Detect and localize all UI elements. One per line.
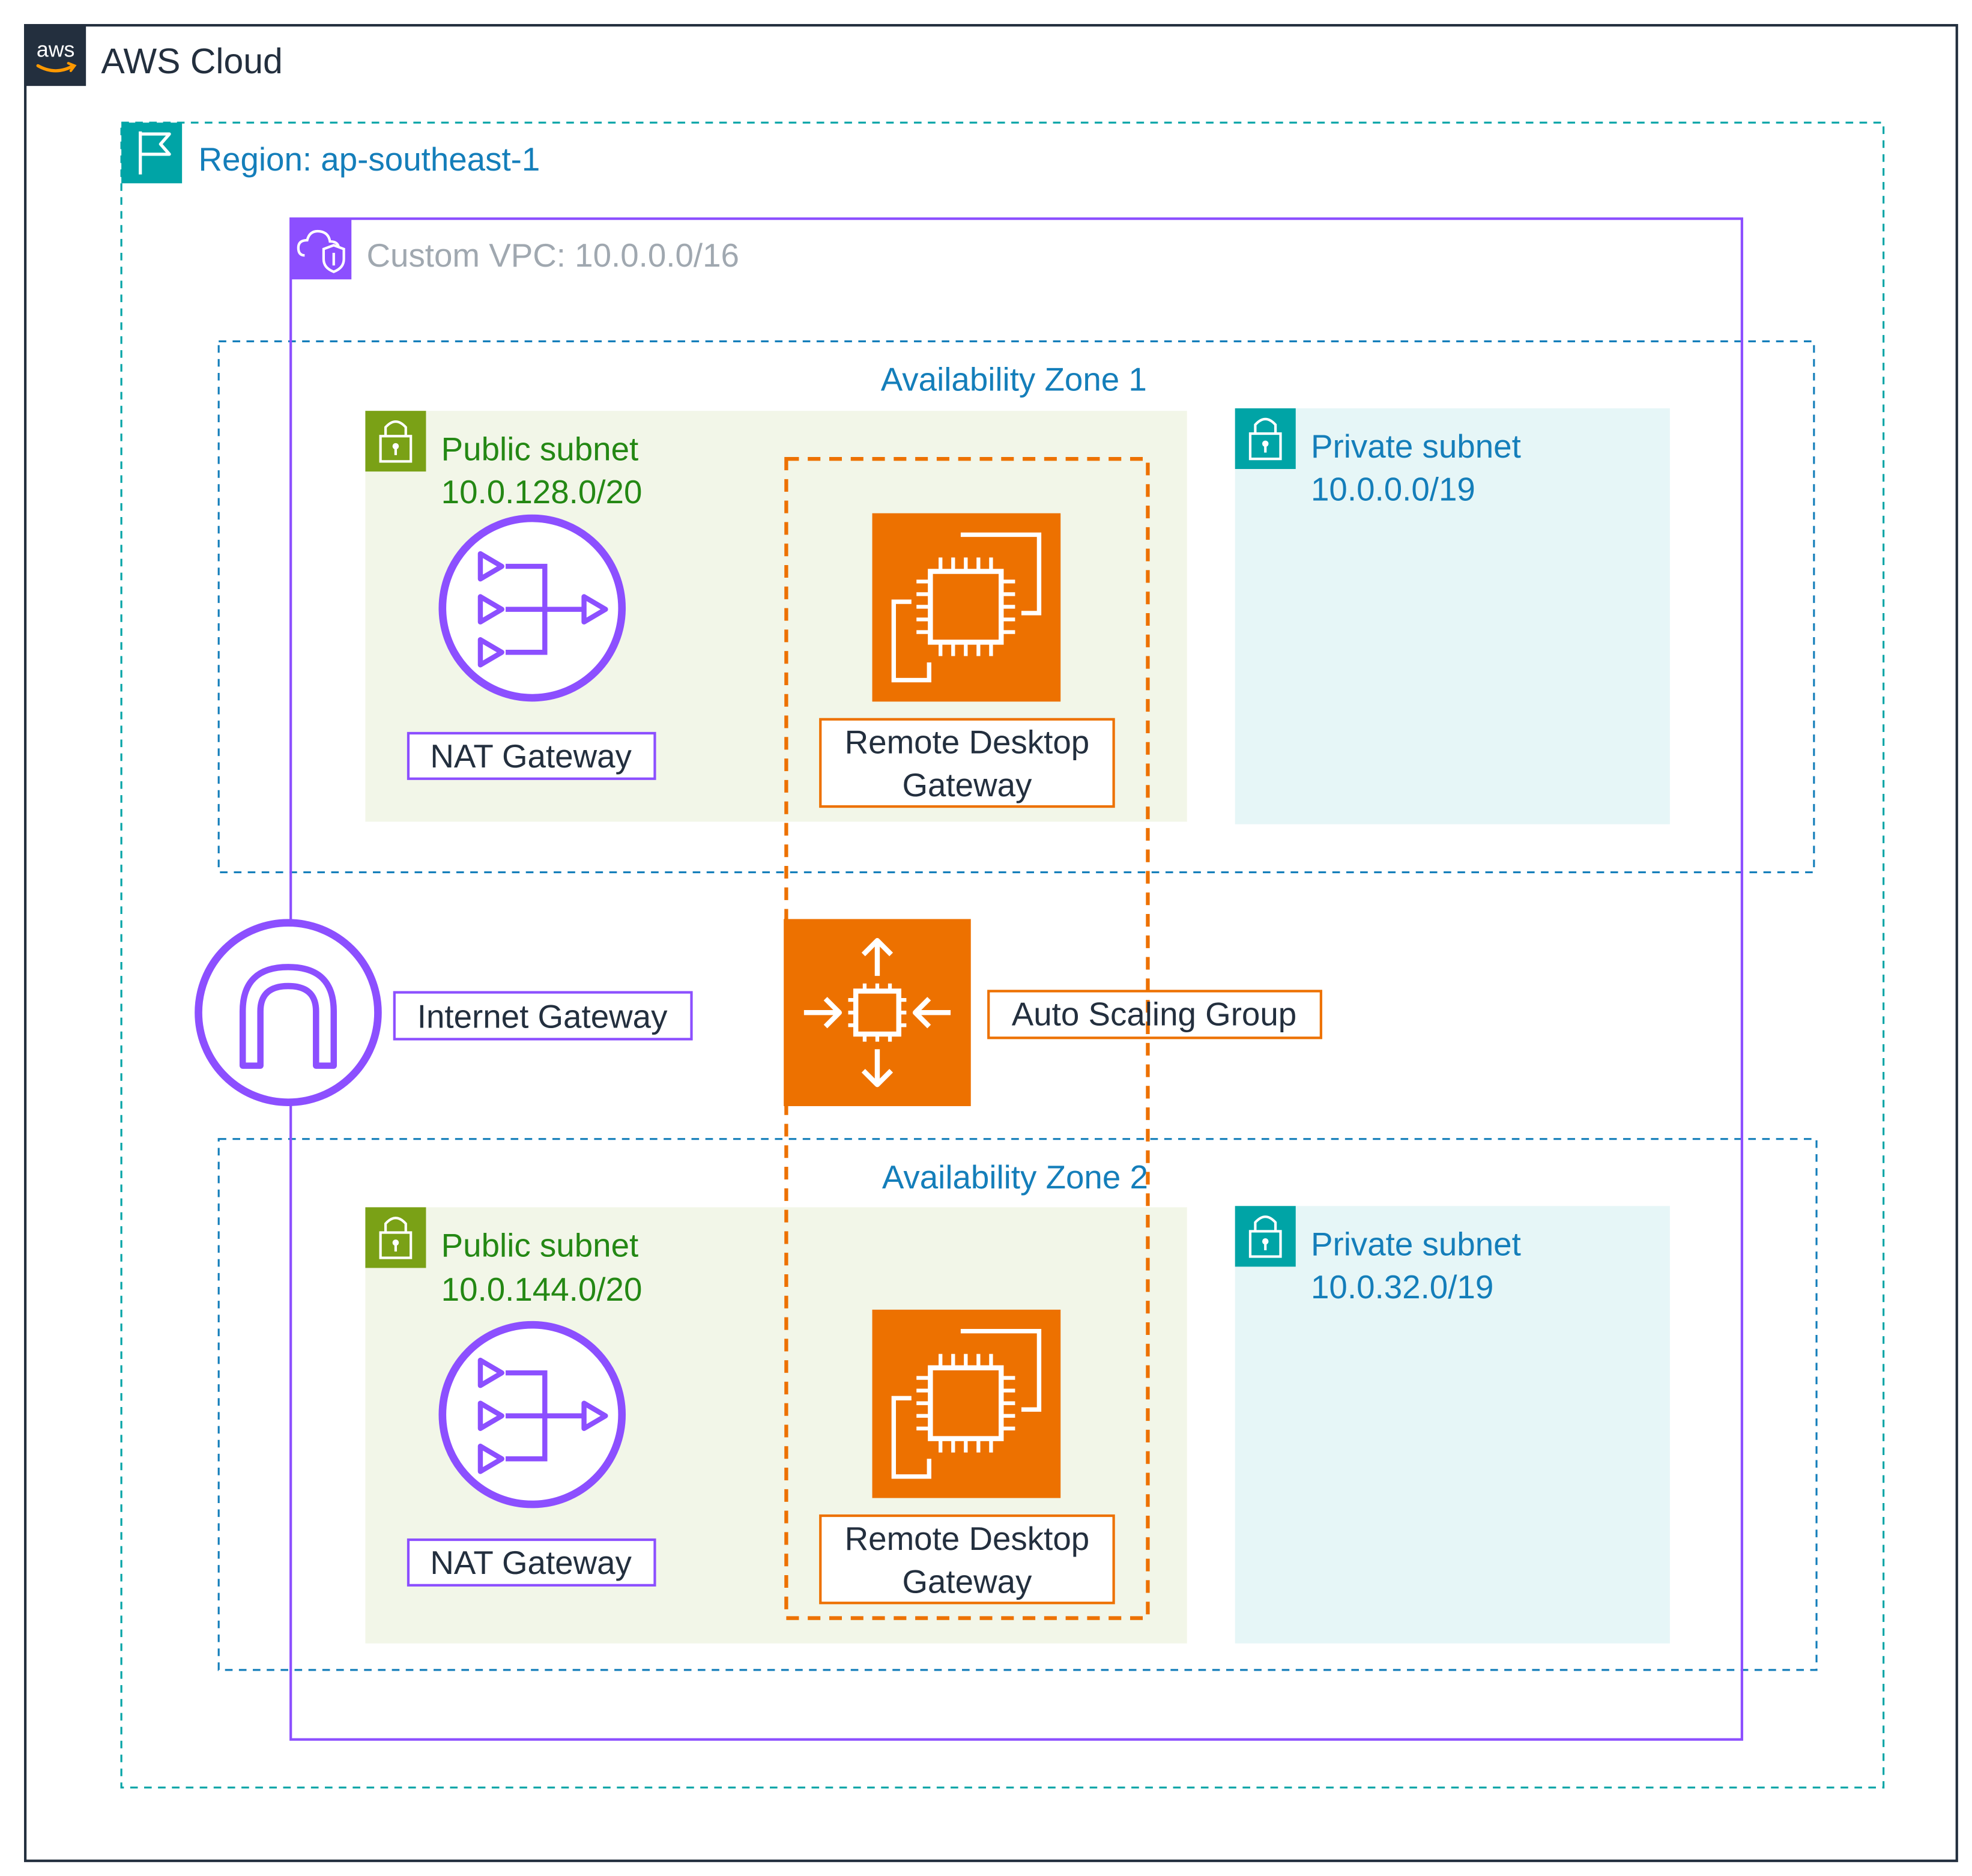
az2-nat-gateway-label: NAT Gateway <box>430 1544 632 1581</box>
internet-gateway[interactable]: Internet Gateway <box>195 919 693 1106</box>
lock-icon <box>1235 408 1296 469</box>
az2-public-subnet-cidr: 10.0.144.0/20 <box>441 1271 643 1308</box>
ec2-instance-icon <box>872 1309 1061 1498</box>
az1-rdg-label-line1: Remote Desktop <box>845 724 1090 761</box>
auto-scaling-icon <box>784 919 971 1106</box>
cloud-shield-icon <box>291 219 352 280</box>
az1-private-subnet: Private subnet 10.0.0.0/19 <box>1235 408 1670 825</box>
az2-private-subnet: Private subnet 10.0.32.0/19 <box>1235 1206 1670 1644</box>
az2-rdg-label-line1: Remote Desktop <box>845 1520 1090 1557</box>
az1-remote-desktop-gateway[interactable]: Remote Desktop Gateway <box>819 513 1115 808</box>
az1-private-subnet-name: Private subnet <box>1311 428 1521 465</box>
availability-zone-2: Availability Zone 2 <box>217 1138 1818 1671</box>
az2-nat-gateway[interactable]: NAT Gateway <box>407 1321 656 1587</box>
aws-logo-text: aws <box>37 38 75 62</box>
region-label: Region: ap-southeast-1 <box>199 141 540 178</box>
az2-label: Availability Zone 2 <box>882 1158 1148 1196</box>
nat-gateway-icon <box>438 1321 626 1508</box>
az2-public-subnet-name: Public subnet <box>441 1226 639 1263</box>
az2-private-subnet-name: Private subnet <box>1311 1225 1521 1262</box>
az1-rdg-label-line2: Gateway <box>902 766 1032 803</box>
auto-scaling-group-label: Auto Scaling Group <box>1012 995 1297 1032</box>
az1-public-subnet-name: Public subnet <box>441 430 639 467</box>
internet-gateway-label: Internet Gateway <box>417 997 668 1035</box>
auto-scaling-group[interactable]: Auto Scaling Group <box>784 919 1322 1106</box>
aws-logo-icon: aws <box>25 25 86 86</box>
aws-cloud-label: AWS Cloud <box>101 42 282 81</box>
az1-private-subnet-cidr: 10.0.0.0/19 <box>1311 471 1475 508</box>
availability-zone-1: Availability Zone 1 <box>217 340 1815 874</box>
az1-public-subnet-cidr: 10.0.128.0/20 <box>441 473 643 510</box>
region-group: Region: ap-southeast-1 <box>120 121 1885 1789</box>
lock-icon <box>365 1207 426 1268</box>
az2-remote-desktop-gateway[interactable]: Remote Desktop Gateway <box>819 1309 1115 1605</box>
az2-rdg-label-line2: Gateway <box>902 1563 1032 1600</box>
flag-icon <box>121 123 183 184</box>
az2-private-subnet-cidr: 10.0.32.0/19 <box>1311 1268 1493 1306</box>
az1-nat-gateway-label: NAT Gateway <box>430 737 632 775</box>
lock-icon <box>365 411 426 472</box>
az1-nat-gateway[interactable]: NAT Gateway <box>407 514 656 780</box>
nat-gateway-icon <box>438 514 626 702</box>
az1-label: Availability Zone 1 <box>881 360 1147 398</box>
ec2-instance-icon <box>872 513 1061 702</box>
vpc-label: Custom VPC: 10.0.0.0/16 <box>366 237 739 274</box>
internet-gateway-icon <box>195 919 382 1106</box>
lock-icon <box>1235 1206 1296 1267</box>
